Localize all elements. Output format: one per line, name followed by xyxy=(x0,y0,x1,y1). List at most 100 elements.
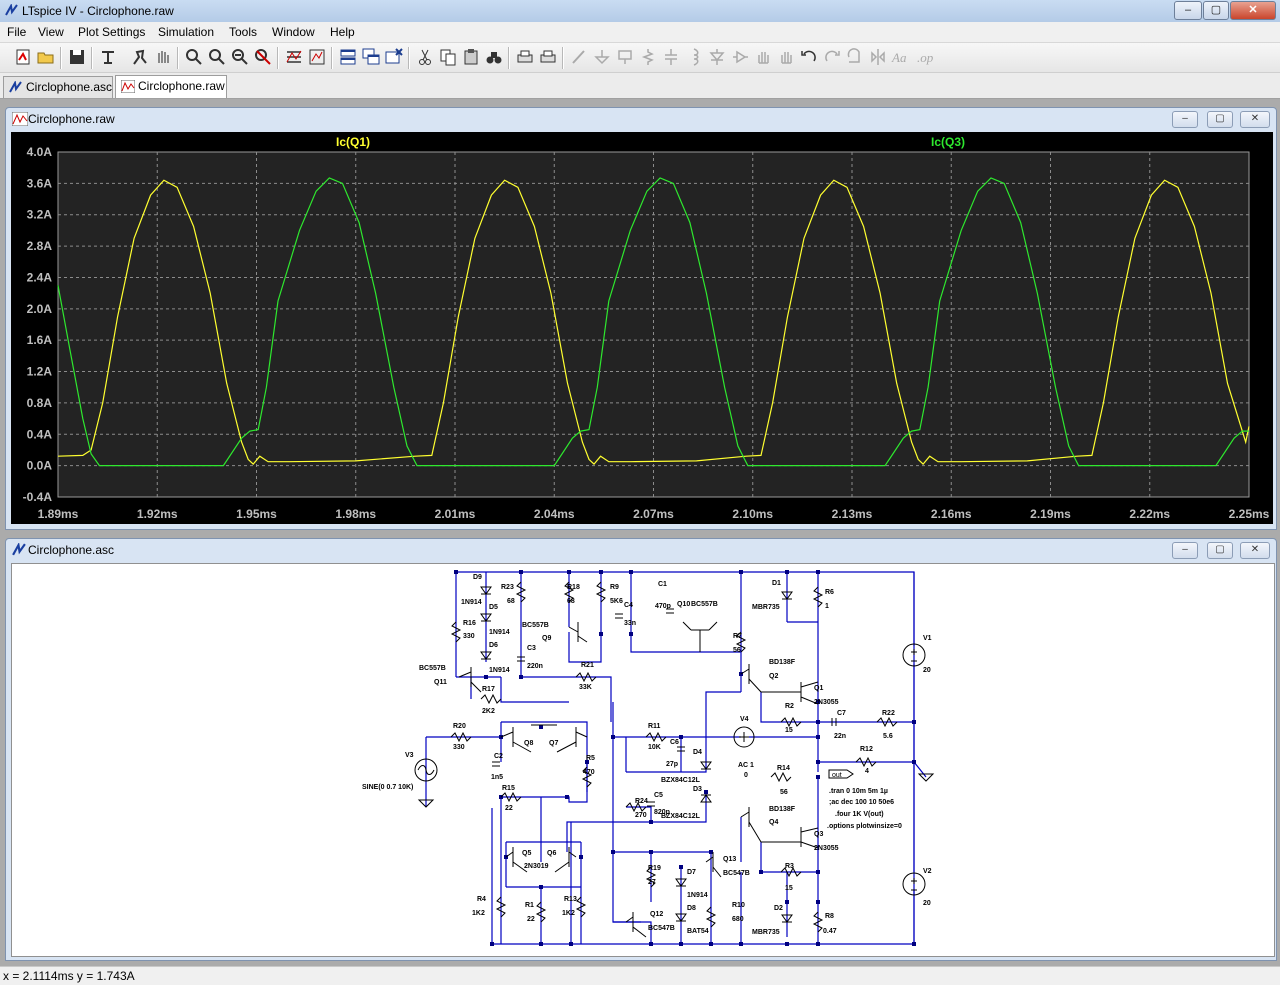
label-net-icon[interactable] xyxy=(615,47,635,67)
cut-icon[interactable] xyxy=(415,47,435,67)
component-label: .tran 0 10m 5m 1µ xyxy=(829,788,888,795)
x-tick-label: 2.25ms xyxy=(1229,507,1270,521)
x-tick-label: 2.16ms xyxy=(931,507,972,521)
component-label: 68 xyxy=(567,598,575,605)
component-icon[interactable] xyxy=(730,47,750,67)
drag-icon[interactable] xyxy=(776,47,796,67)
plot-close-button[interactable]: ✕ xyxy=(1240,111,1270,128)
plot-minimize-button[interactable]: ‒ xyxy=(1172,111,1198,128)
component-label: R5 xyxy=(586,755,595,762)
spice-directive-icon[interactable]: .op xyxy=(914,47,934,67)
schematic-minimize-button[interactable]: ‒ xyxy=(1172,542,1198,559)
menu-plot-settings[interactable]: Plot Settings xyxy=(78,25,146,39)
inductor-icon[interactable] xyxy=(684,47,704,67)
component-label: 1K2 xyxy=(562,910,575,917)
component-label: C2 xyxy=(494,753,503,760)
menu-file[interactable]: File xyxy=(7,25,27,39)
capacitor-icon[interactable] xyxy=(661,47,681,67)
schematic-maximize-button[interactable]: ▢ xyxy=(1207,542,1233,559)
run-icon[interactable] xyxy=(130,47,150,67)
component-label: Q7 xyxy=(549,740,558,747)
menu-help[interactable]: Help xyxy=(330,25,355,39)
print-icon[interactable] xyxy=(538,47,558,67)
minimize-button[interactable]: ‒ xyxy=(1174,1,1202,20)
component-label: Q12 xyxy=(650,911,663,918)
text-icon[interactable]: Aa xyxy=(891,47,911,67)
component-label: 15 xyxy=(785,727,793,734)
x-tick-label: 2.04ms xyxy=(534,507,575,521)
maximize-button[interactable]: ▢ xyxy=(1203,1,1229,20)
find-icon[interactable] xyxy=(484,47,504,67)
zoom-full-icon[interactable] xyxy=(307,47,327,67)
plot-maximize-button[interactable]: ▢ xyxy=(1207,111,1233,128)
component-label: 56 xyxy=(733,647,741,654)
component-label: 22 xyxy=(505,805,513,812)
close-window-icon[interactable] xyxy=(384,47,404,67)
component-label: 0 xyxy=(744,772,748,779)
component-label: 330 xyxy=(463,633,475,640)
x-tick-label: 2.01ms xyxy=(435,507,476,521)
circuit-schematic[interactable]: D9R23R18R9C1Q10BC557BD1R61N91468685K6C44… xyxy=(12,564,1274,956)
menu-view[interactable]: View xyxy=(38,25,64,39)
open-icon[interactable] xyxy=(36,47,56,67)
menu-tools[interactable]: Tools xyxy=(229,25,258,39)
component-label: V4 xyxy=(740,716,749,723)
diode-icon[interactable] xyxy=(707,47,727,67)
menu-simulation[interactable]: Simulation xyxy=(158,25,215,39)
wire-icon[interactable] xyxy=(569,47,589,67)
zoom-box-icon[interactable] xyxy=(207,47,227,67)
mirror-icon[interactable] xyxy=(868,47,888,67)
tile-horizontal-icon[interactable] xyxy=(338,47,358,67)
x-tick-label: 2.19ms xyxy=(1030,507,1071,521)
plot-area xyxy=(57,151,1250,498)
ground-icon[interactable] xyxy=(592,47,612,67)
cancel-zoom-icon[interactable] xyxy=(253,47,273,67)
y-tick-label: 0.0A xyxy=(27,459,53,473)
rotate-icon[interactable] xyxy=(845,47,865,67)
component-label: R19 xyxy=(648,865,661,872)
save-icon[interactable] xyxy=(67,47,87,67)
schematic-window: Circlophone.asc ‒ ▢ ✕ xyxy=(5,538,1277,961)
halt-icon[interactable] xyxy=(153,47,173,67)
component-label: R22 xyxy=(882,710,895,717)
autorange-icon[interactable] xyxy=(284,47,304,67)
component-label: BC557B xyxy=(419,665,446,672)
control-panel-icon[interactable] xyxy=(98,47,118,67)
component-label: R6 xyxy=(825,589,834,596)
undo-icon[interactable] xyxy=(799,47,819,67)
component-label: BZX84C12L xyxy=(661,777,701,784)
y-tick-label: -0.4A xyxy=(23,490,53,504)
component-label: D6 xyxy=(489,642,498,649)
new-schematic-icon[interactable] xyxy=(13,47,33,67)
paste-icon[interactable] xyxy=(461,47,481,67)
redo-icon[interactable] xyxy=(822,47,842,67)
x-tick-label: 1.98ms xyxy=(335,507,376,521)
out-net-label: out xyxy=(832,772,842,779)
component-label: 15 xyxy=(785,885,793,892)
zoom-out-icon[interactable] xyxy=(230,47,250,67)
component-label: 820p xyxy=(654,809,670,816)
component-label: 20 xyxy=(923,900,931,907)
component-label: 27 xyxy=(648,879,656,886)
component-label: R9 xyxy=(610,584,619,591)
resistor-icon[interactable] xyxy=(638,47,658,67)
print-setup-icon[interactable] xyxy=(515,47,535,67)
move-icon[interactable] xyxy=(753,47,773,67)
schematic-close-button[interactable]: ✕ xyxy=(1240,542,1270,559)
tab-circlophone-raw[interactable]: Circlophone.raw xyxy=(115,75,227,98)
component-label: ;ac dec 100 10 50e6 xyxy=(829,799,894,806)
zoom-in-icon[interactable] xyxy=(184,47,204,67)
x-tick-label: 2.22ms xyxy=(1129,507,1170,521)
copy-icon[interactable] xyxy=(438,47,458,67)
close-button[interactable]: ✕ xyxy=(1230,1,1276,20)
component-label: BC547B xyxy=(648,925,675,932)
component-label: 2N3019 xyxy=(524,863,549,870)
cascade-icon[interactable] xyxy=(361,47,381,67)
tab-circlophone-asc[interactable]: Circlophone.asc xyxy=(3,76,113,98)
x-tick-label: 1.89ms xyxy=(38,507,79,521)
component-label: 20 xyxy=(923,667,931,674)
menu-window[interactable]: Window xyxy=(272,25,315,39)
